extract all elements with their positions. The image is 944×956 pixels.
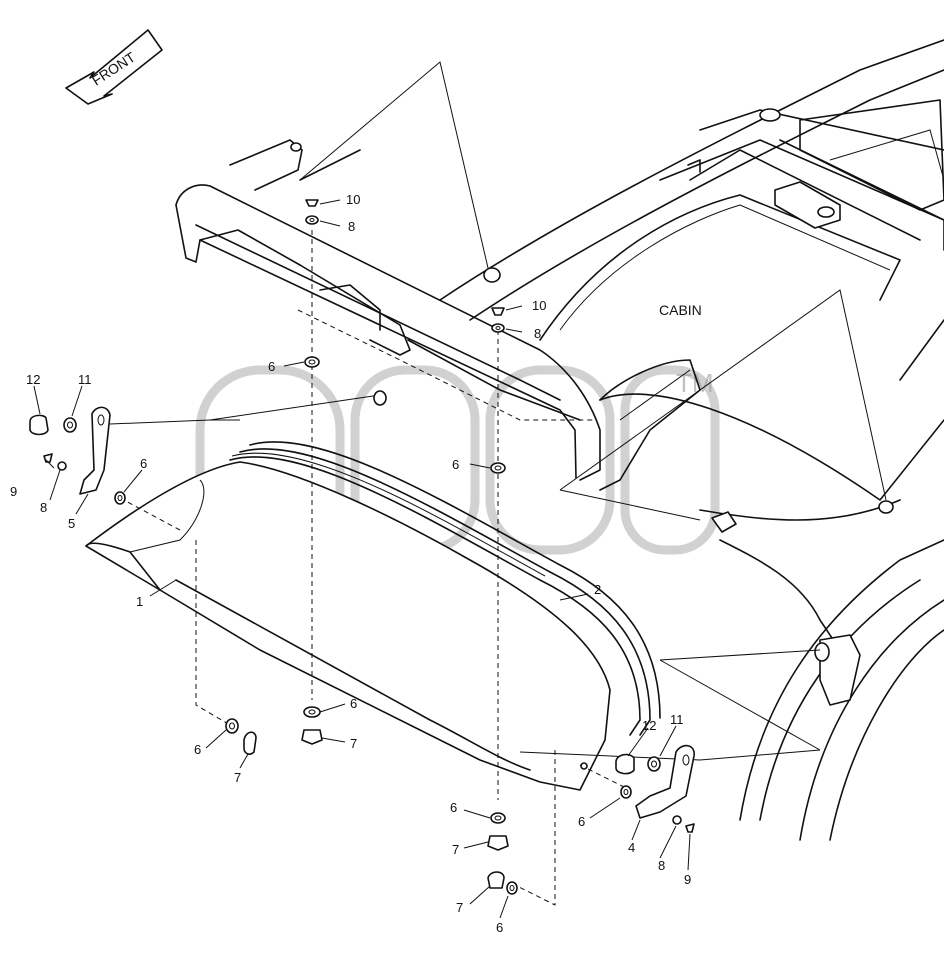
callout-7: 7 <box>350 736 357 751</box>
plug-12-left <box>29 414 49 436</box>
callout-10: 10 <box>346 192 360 207</box>
callout-4: 4 <box>628 840 635 855</box>
callout-12: 12 <box>642 718 656 733</box>
callout-6: 6 <box>350 696 357 711</box>
callout-5: 5 <box>68 516 75 531</box>
callout-6: 6 <box>450 800 457 815</box>
callout-6: 6 <box>496 920 503 935</box>
callout-6: 6 <box>452 457 459 472</box>
callout-7: 7 <box>452 842 459 857</box>
callout-12: 12 <box>26 372 40 387</box>
callout-7: 7 <box>234 770 241 785</box>
leader-lines-top <box>299 61 887 751</box>
hardware-lower-left <box>225 718 257 755</box>
callout-numbers: 10 8 10 8 6 6 12 11 6 9 8 5 1 2 6 7 6 7 … <box>10 192 691 935</box>
front-arrow-icon <box>65 29 163 105</box>
callout-8: 8 <box>658 858 665 873</box>
callout-7: 7 <box>456 900 463 915</box>
callout-6: 6 <box>268 359 275 374</box>
attachment-axes <box>109 230 821 906</box>
hardware-stack-1 <box>301 199 323 745</box>
callout-leaders <box>33 199 691 919</box>
callout-9: 9 <box>10 484 17 499</box>
callout-11: 11 <box>78 372 92 387</box>
callout-6: 6 <box>194 742 201 757</box>
front-label: FRONT <box>89 49 139 89</box>
seal-strip-part-2 <box>229 441 661 736</box>
bracket-5 <box>79 406 111 495</box>
callout-6: 6 <box>140 456 147 471</box>
callout-10: 10 <box>532 298 546 313</box>
callout-6: 6 <box>578 814 585 829</box>
roof-beam <box>175 139 701 491</box>
washer-11-left <box>63 417 77 433</box>
cabin-label: CABIN <box>659 302 702 318</box>
hardware-stack-2 <box>487 307 518 895</box>
callout-9: 9 <box>684 872 691 887</box>
callout-1: 1 <box>136 594 143 609</box>
callout-8: 8 <box>348 219 355 234</box>
rear-shield-part-1 <box>85 461 611 791</box>
cabin-roof <box>439 39 944 841</box>
callout-8: 8 <box>40 500 47 515</box>
callout-2: 2 <box>594 582 601 597</box>
hardware-right <box>580 744 695 833</box>
callout-8: 8 <box>534 326 541 341</box>
hardware-left <box>29 390 387 505</box>
callout-11: 11 <box>670 712 684 727</box>
